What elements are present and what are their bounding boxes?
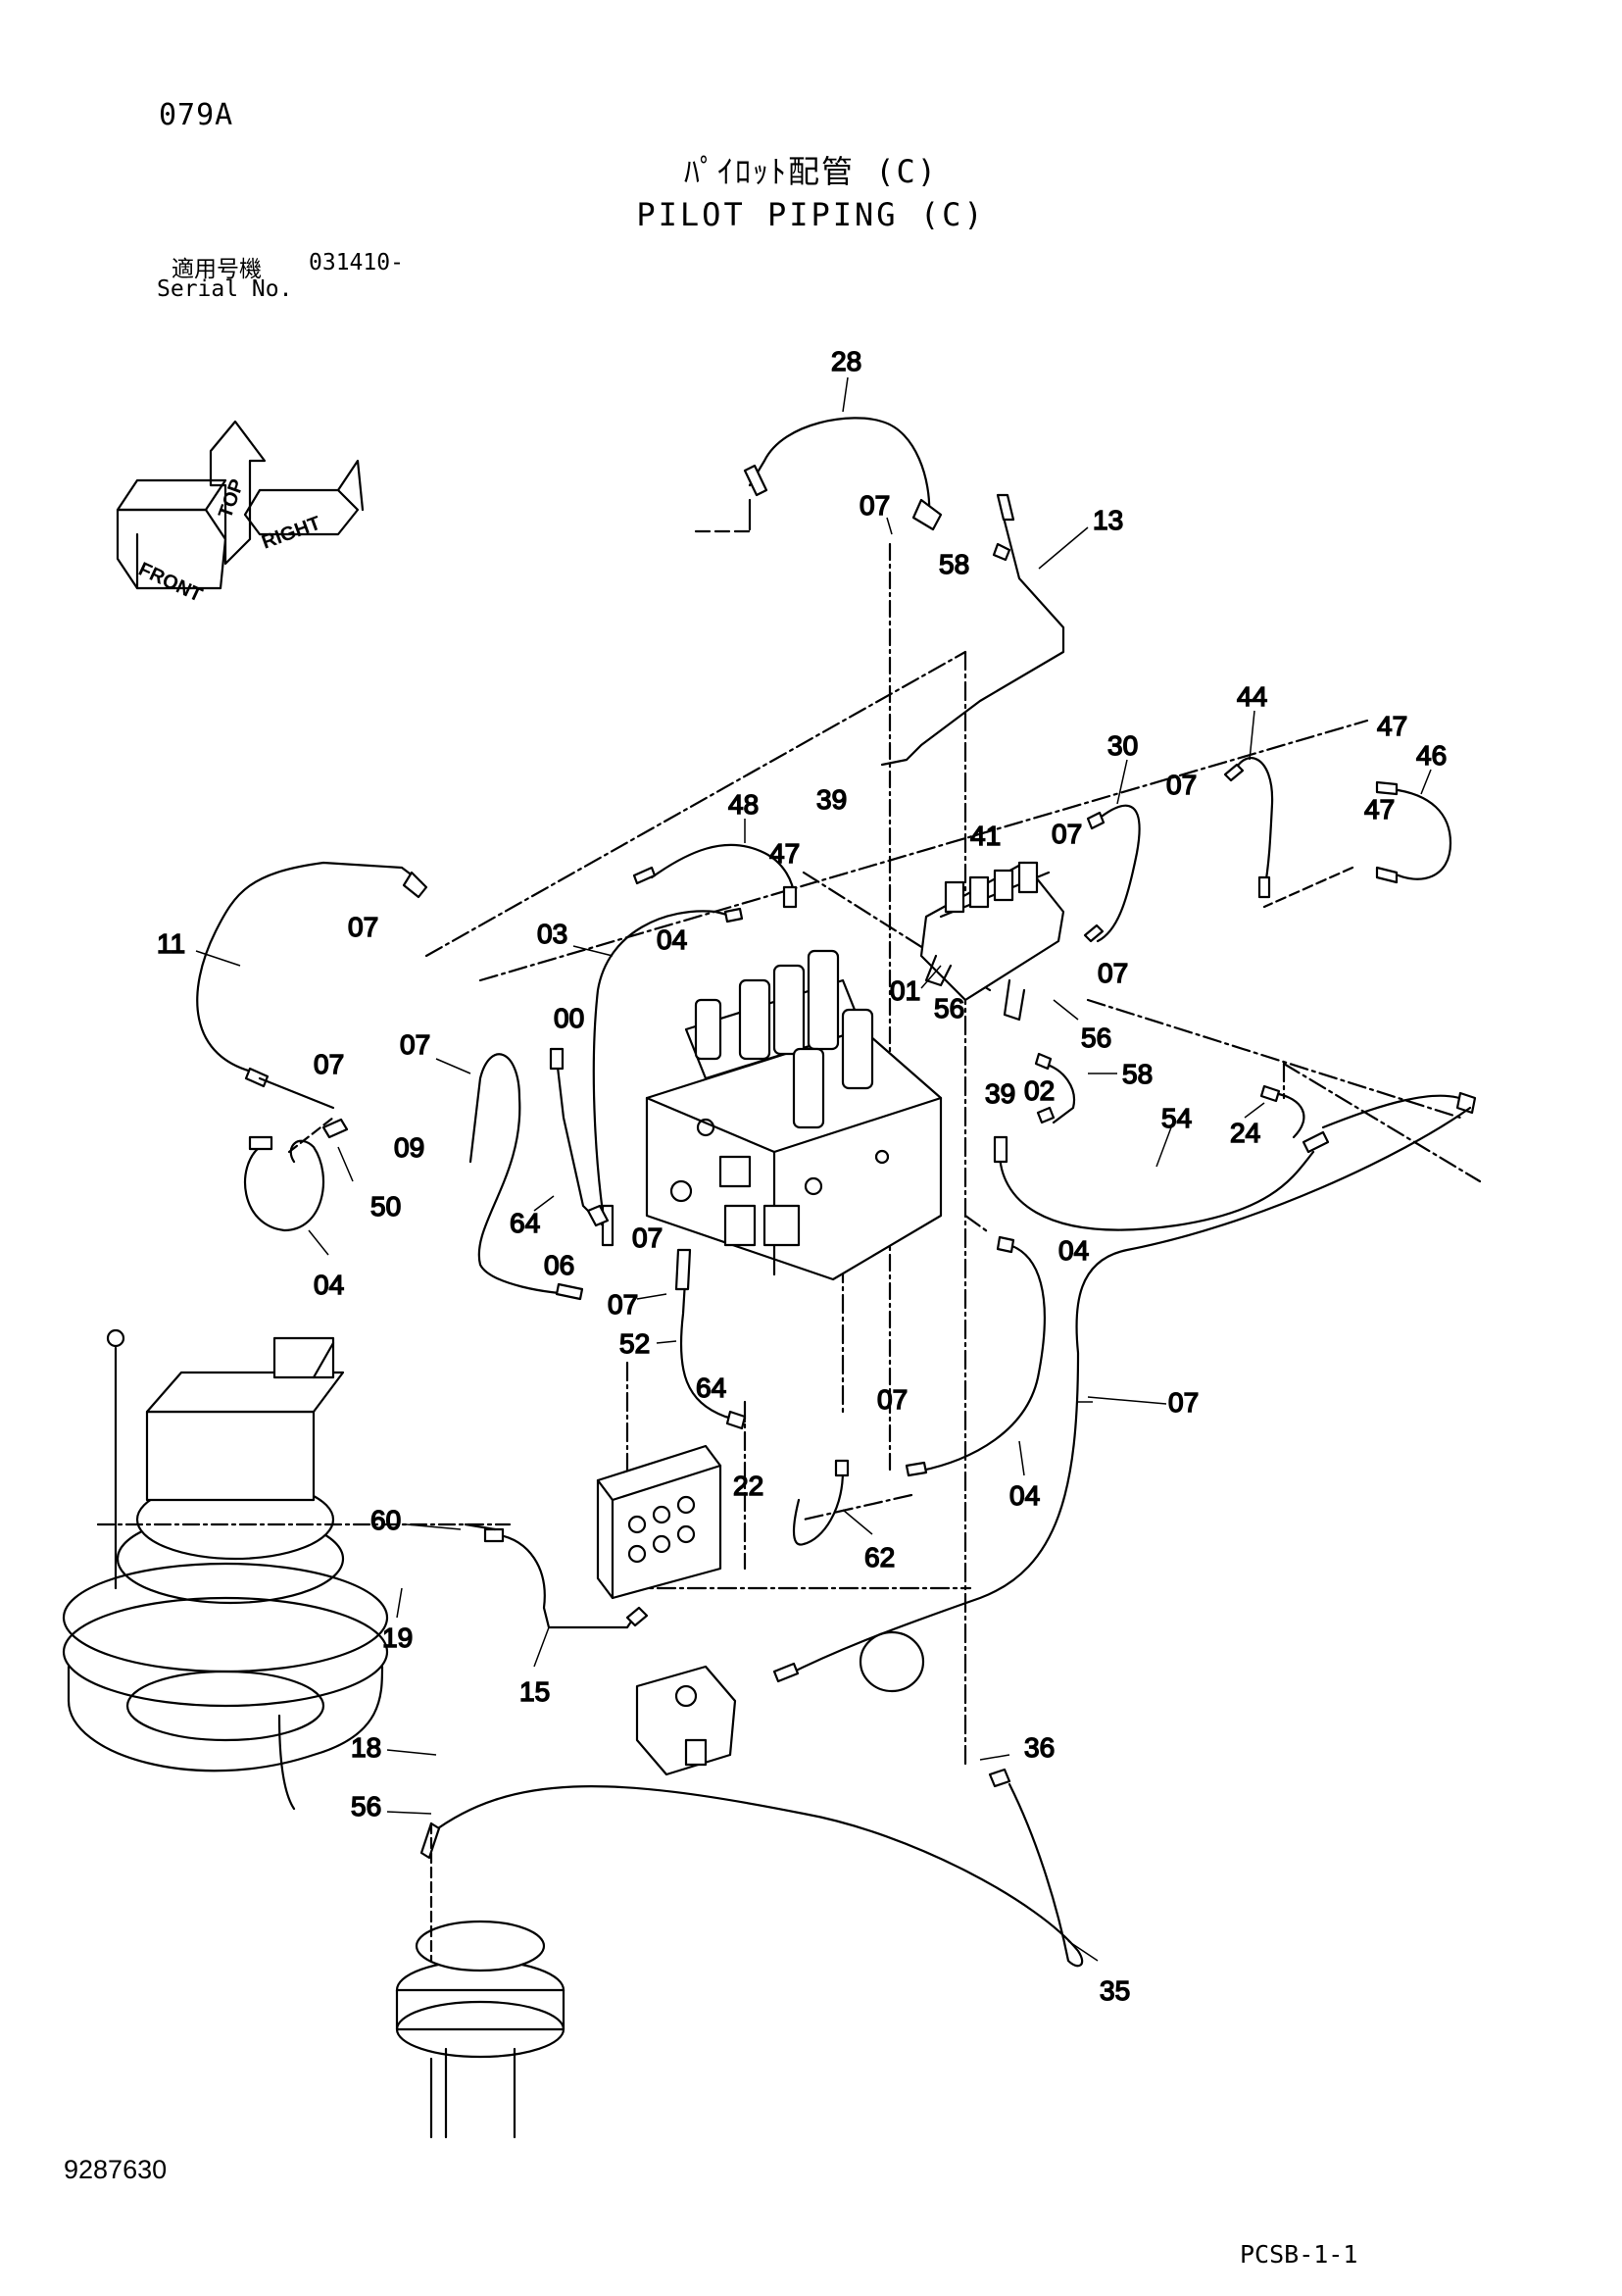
callout-label: 19	[382, 1622, 413, 1653]
callout-label: 48	[728, 789, 759, 820]
serial-value: 031410-	[309, 250, 404, 275]
callout-label: 35	[1100, 1975, 1130, 2006]
hose-18	[493, 1532, 639, 1629]
hose-06	[243, 1139, 325, 1232]
callout-label: 11	[157, 928, 185, 959]
callout-label: 04	[314, 1270, 344, 1300]
callout-label: 07	[608, 1289, 638, 1320]
hose-52	[679, 1263, 747, 1423]
callout-label: 64	[696, 1373, 726, 1403]
callout-label: 02	[1024, 1075, 1055, 1106]
callout-label: 13	[1093, 505, 1123, 535]
callout-label: 01	[890, 975, 920, 1006]
callout-label: 07	[632, 1223, 663, 1253]
shuttle-valve	[635, 1665, 737, 1776]
callout-label: 07	[348, 912, 378, 942]
callout-label: 54	[1161, 1103, 1192, 1133]
hose-44	[1231, 757, 1274, 894]
callout-label: 58	[1122, 1059, 1153, 1089]
page-code: 079A	[159, 98, 234, 132]
orientation-right: RIGHT	[259, 513, 323, 554]
callout-label: 58	[939, 549, 969, 579]
callout-label: 44	[1237, 681, 1267, 712]
hose-24	[998, 1150, 1315, 1231]
manifold-01	[919, 861, 1065, 1022]
callout-label: 03	[537, 919, 567, 949]
callout-label: 22	[733, 1471, 763, 1501]
callout-label: 07	[877, 1384, 908, 1415]
hose-48	[650, 843, 796, 899]
hose-09	[468, 1053, 580, 1296]
callout-label: 18	[351, 1732, 381, 1763]
callout-label: 00	[554, 1003, 584, 1033]
swing-motor	[62, 1328, 512, 1811]
callout-label: 04	[1058, 1235, 1089, 1266]
hose-54	[1042, 1062, 1076, 1124]
document-number: 9287630	[64, 2155, 168, 2184]
hose-62	[919, 1243, 1046, 1472]
callout-label: 47	[769, 838, 800, 869]
callout-label: 56	[351, 1791, 381, 1822]
callout-label: 07	[1052, 819, 1082, 849]
callout-label: 62	[864, 1542, 895, 1572]
callout-label: 07	[400, 1029, 430, 1060]
hose-30	[1091, 804, 1141, 943]
callout-label: 07	[1098, 958, 1128, 988]
callout-label: 50	[370, 1191, 401, 1222]
callout-label: 60	[370, 1505, 401, 1535]
pipe-13	[880, 508, 1065, 767]
callout-label: 64	[510, 1208, 540, 1238]
callout-label: 07	[1168, 1387, 1199, 1418]
callout-labels: 28 07 13 58 39 44 47 46 30 07 48 47 41 0…	[156, 345, 1448, 2007]
callout-label: 39	[985, 1078, 1015, 1109]
hose-50	[1272, 1091, 1305, 1139]
serial-label-en: Serial No.	[157, 276, 293, 302]
page-title: PILOT PIPING (C)	[636, 196, 986, 233]
callout-label: 39	[816, 784, 847, 815]
page-reference: PCSB-1-1	[1240, 2240, 1358, 2269]
callout-label: 15	[519, 1676, 550, 1707]
callout-label: 47	[1364, 794, 1395, 824]
callout-label: 36	[1024, 1732, 1055, 1763]
serial-label-jp: 適用号機	[172, 257, 262, 282]
callout-label: 04	[1009, 1480, 1040, 1511]
hose-22	[782, 1106, 1472, 1678]
callout-label: 04	[657, 924, 687, 955]
hose-26	[429, 1782, 1084, 1968]
callout-label: 28	[831, 346, 861, 376]
hose-11	[196, 861, 423, 1075]
callout-label: 06	[544, 1250, 574, 1280]
callout-label: 41	[970, 821, 1001, 851]
callout-label: 07	[860, 490, 890, 521]
callout-label: 46	[1416, 740, 1447, 771]
hose-46	[1390, 787, 1452, 880]
callout-label: 47	[1377, 711, 1407, 741]
orientation-top: TOP	[215, 476, 249, 522]
callout-label: 09	[394, 1132, 424, 1163]
callout-label: 07	[1166, 770, 1197, 800]
hose-28	[748, 417, 931, 517]
callout-label: 56	[1081, 1023, 1111, 1053]
hose-03	[592, 910, 737, 1242]
callout-label: 07	[314, 1049, 344, 1079]
swivel-joint	[395, 1822, 565, 2139]
callout-label: 56	[934, 993, 964, 1023]
page-title-jp: ﾊﾟｲﾛｯﾄ配管 (C)	[683, 153, 939, 190]
pilot-valve	[596, 1444, 722, 1600]
orientation-indicator	[116, 420, 365, 590]
hose-60	[792, 1469, 845, 1546]
callout-label: 24	[1230, 1118, 1260, 1148]
control-valve-block	[645, 949, 943, 1281]
callout-label: 30	[1107, 730, 1138, 761]
callout-label: 52	[619, 1328, 650, 1359]
